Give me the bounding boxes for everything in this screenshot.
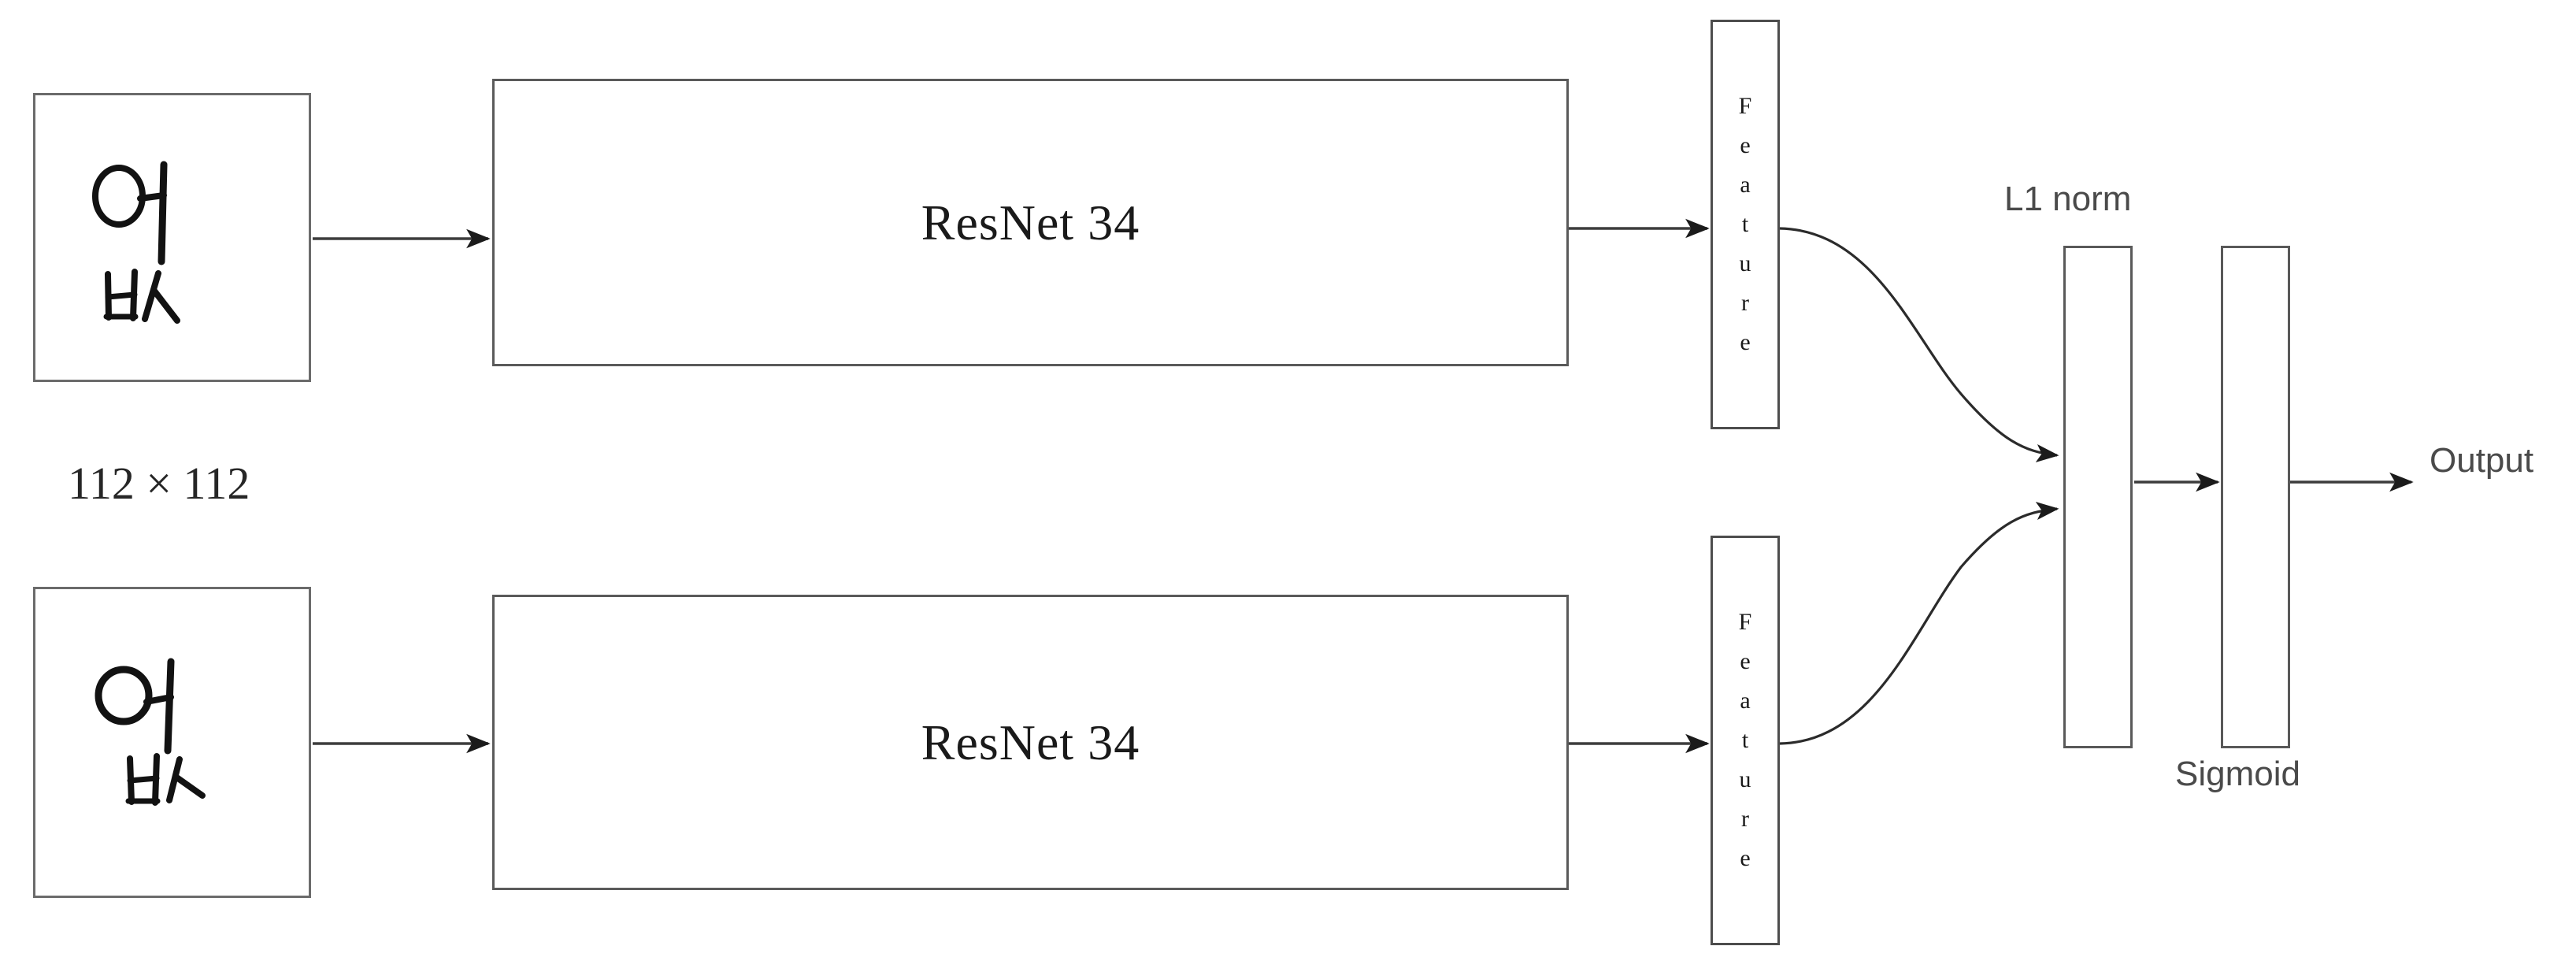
resnet-bottom-label: ResNet 34 [921, 714, 1140, 770]
feature-top-letter: a [1740, 172, 1751, 198]
feature-bottom-letter: e [1740, 845, 1751, 871]
sigmoid-label: Sigmoid [2175, 755, 2300, 793]
curve-feature-bottom-to-l1 [1779, 502, 2059, 745]
feature-top-letter: u [1739, 250, 1751, 276]
l1-norm-box [2063, 246, 2133, 748]
input-image-bottom [33, 587, 311, 898]
feature-bottom-letter: a [1740, 688, 1751, 714]
feature-bottom-letter: F [1738, 609, 1752, 635]
handwritten-glyph-top-icon [92, 161, 180, 324]
resnet-bottom-box: ResNet 34 [492, 595, 1569, 890]
input-image-top [33, 93, 311, 382]
feature-top-letter: t [1741, 211, 1749, 237]
feature-bottom-letter: e [1740, 648, 1751, 674]
feature-bottom-box: F e a t u r e [1711, 536, 1780, 945]
l1-norm-label: L1 norm [2004, 180, 2132, 218]
feature-top-letter: r [1741, 290, 1749, 316]
feature-bottom-letter: r [1741, 806, 1749, 832]
feature-bottom-letter: u [1739, 766, 1751, 792]
sigmoid-box [2221, 246, 2290, 748]
output-label: Output [2430, 441, 2534, 480]
resnet-top-box: ResNet 34 [492, 79, 1569, 366]
handwritten-glyph-bottom-icon [95, 658, 206, 806]
input-size-label: 112 × 112 [68, 458, 250, 509]
feature-top-letter: F [1738, 93, 1752, 119]
curve-feature-top-to-l1 [1779, 227, 2059, 462]
feature-top-box: F e a t u r e [1711, 20, 1780, 429]
feature-bottom-letter: t [1741, 727, 1749, 753]
feature-top-letter: e [1740, 132, 1751, 158]
feature-top-letter: e [1740, 329, 1751, 355]
resnet-top-label: ResNet 34 [921, 194, 1140, 250]
